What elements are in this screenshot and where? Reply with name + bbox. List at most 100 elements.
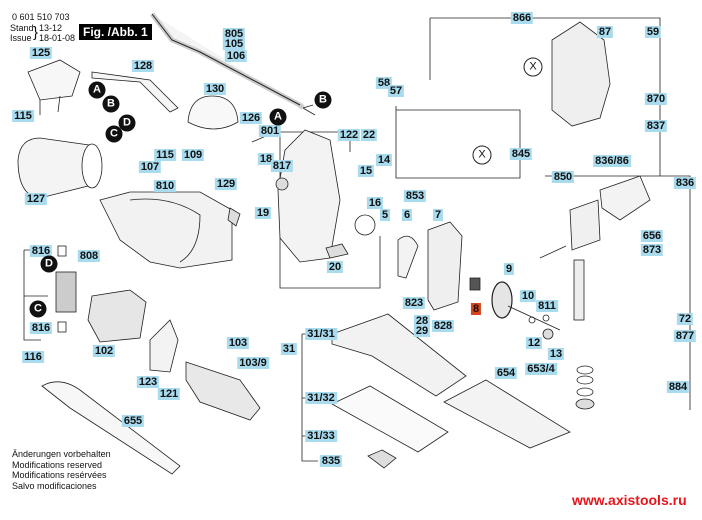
part-label[interactable]: 16 xyxy=(366,197,384,209)
detail-marker-x: X xyxy=(523,57,543,77)
part-label[interactable]: 57 xyxy=(387,85,405,97)
part-label[interactable]: 115 xyxy=(154,149,176,161)
connection-marker-b: B xyxy=(102,95,120,113)
gear-housing-drawing xyxy=(277,129,341,263)
part-label[interactable]: 656 xyxy=(640,230,664,242)
part-label[interactable]: 31/33 xyxy=(305,430,337,442)
part-label[interactable]: 105 xyxy=(222,38,246,50)
part-label[interactable]: 107 xyxy=(138,161,162,173)
part-label[interactable]: 870 xyxy=(644,93,668,105)
part-label[interactable]: 19 xyxy=(254,207,272,219)
part-label[interactable]: 121 xyxy=(157,388,181,400)
connection-marker-a: A xyxy=(269,108,287,126)
connection-marker-c: C xyxy=(105,125,123,143)
part-label[interactable]: 103/9 xyxy=(237,357,269,369)
part-label[interactable]: 837 xyxy=(644,120,668,132)
part-label[interactable]: 72 xyxy=(676,313,694,325)
housing-810-drawing xyxy=(99,191,233,269)
part-label[interactable]: 817 xyxy=(270,160,294,172)
detail-marker-x: X xyxy=(472,145,492,165)
note-line: Änderungen vorbehalten xyxy=(12,449,111,459)
stand-value: 13-12 xyxy=(39,23,63,33)
part-label[interactable]: 13 xyxy=(547,348,565,360)
figure-title: Fig. /Abb. 1 xyxy=(79,24,152,40)
stand-label: Stand xyxy=(10,23,34,33)
part-label[interactable]: 127 xyxy=(24,193,48,205)
part-label[interactable]: 18 xyxy=(257,153,275,165)
part-label[interactable]: 866 xyxy=(510,12,534,24)
part-label[interactable]: 845 xyxy=(509,148,533,160)
connection-marker-c: C xyxy=(29,300,47,318)
part-label[interactable]: 873 xyxy=(640,244,664,256)
part-label[interactable]: 828 xyxy=(431,320,455,332)
part-label[interactable]: 87 xyxy=(596,26,614,38)
part-label[interactable]: 6 xyxy=(401,209,413,221)
part-label[interactable]: 884 xyxy=(666,381,690,393)
connection-marker-a: A xyxy=(88,81,106,99)
document-number: 0 601 510 703 xyxy=(12,12,70,22)
part-label[interactable]: 853 xyxy=(403,190,427,202)
part-label[interactable]: 106 xyxy=(224,50,248,62)
website-link[interactable]: www.axistools.ru xyxy=(572,492,687,508)
baseplate-drawing xyxy=(331,313,467,397)
part-label[interactable]: 823 xyxy=(402,297,426,309)
part-label[interactable]: 129 xyxy=(214,178,238,190)
part-label[interactable]: 128 xyxy=(131,60,155,72)
part-label[interactable]: 808 xyxy=(77,250,101,262)
part-label[interactable]: 816 xyxy=(29,245,53,257)
part-label[interactable]: 810 xyxy=(153,180,177,192)
connection-marker-d: D xyxy=(40,255,58,273)
part-label[interactable]: 801 xyxy=(258,125,282,137)
part-label-selected[interactable]: 8 xyxy=(470,303,482,315)
part-label[interactable]: 811 xyxy=(536,300,558,312)
armature-103-drawing xyxy=(185,361,261,421)
note-line: Modifications reserved xyxy=(12,459,103,470)
part-label[interactable]: 31 xyxy=(280,343,298,355)
part-label[interactable]: 59 xyxy=(644,26,662,38)
part-label[interactable]: 15 xyxy=(357,165,375,177)
part-label[interactable]: 836/86 xyxy=(593,155,631,167)
part-label[interactable]: 836 xyxy=(673,177,697,189)
part-label[interactable]: 109 xyxy=(181,149,205,161)
part-label[interactable]: 877 xyxy=(673,330,697,342)
part-label[interactable]: 10 xyxy=(519,290,537,302)
part-label[interactable]: 12 xyxy=(525,337,543,349)
part-label[interactable]: 9 xyxy=(503,263,515,275)
needle-bearing-8-drawing xyxy=(469,277,481,291)
part-label[interactable]: 116 xyxy=(22,351,44,363)
part-label[interactable]: 31/31 xyxy=(305,328,337,340)
lever-assembly-drawing xyxy=(569,199,601,251)
gear-9-drawing xyxy=(491,281,513,319)
part-label[interactable]: 14 xyxy=(375,154,393,166)
part-label[interactable]: 835 xyxy=(319,455,343,467)
modification-notes: Änderungen vorbehalten Modifications res… xyxy=(12,449,111,491)
part-label[interactable]: 115 xyxy=(12,110,34,122)
part-label[interactable]: 123 xyxy=(136,376,160,388)
part-label[interactable]: 130 xyxy=(203,83,227,95)
issue-label: Issue xyxy=(10,33,32,43)
part-label[interactable]: 28 xyxy=(413,315,431,327)
part-label[interactable]: 31/32 xyxy=(305,392,337,404)
part-label[interactable]: 20 xyxy=(326,261,344,273)
part-label[interactable]: 22 xyxy=(360,129,378,141)
part-label[interactable]: 126 xyxy=(239,112,263,124)
part-label[interactable]: 655 xyxy=(121,415,145,427)
dome-126-drawing xyxy=(187,95,239,130)
part-label[interactable]: 103 xyxy=(226,337,250,349)
connection-marker-d: D xyxy=(118,114,136,132)
part-label[interactable]: 805 xyxy=(222,28,246,40)
note-line: Modifications resérvées xyxy=(12,470,107,480)
part-label[interactable]: 125 xyxy=(29,47,53,59)
note-line: Salvo modificaciones xyxy=(12,480,97,491)
part-label[interactable]: 29 xyxy=(413,325,431,337)
part-label[interactable]: 653/4 xyxy=(525,363,557,375)
part-label[interactable]: 816 xyxy=(29,322,53,334)
part-label[interactable]: 122 xyxy=(337,129,361,141)
part-label[interactable]: 654 xyxy=(494,367,518,379)
part-label[interactable]: 850 xyxy=(551,171,575,183)
part-label[interactable]: 102 xyxy=(92,345,116,357)
part-label[interactable]: 7 xyxy=(432,209,444,221)
part-label[interactable]: 5 xyxy=(379,209,391,221)
